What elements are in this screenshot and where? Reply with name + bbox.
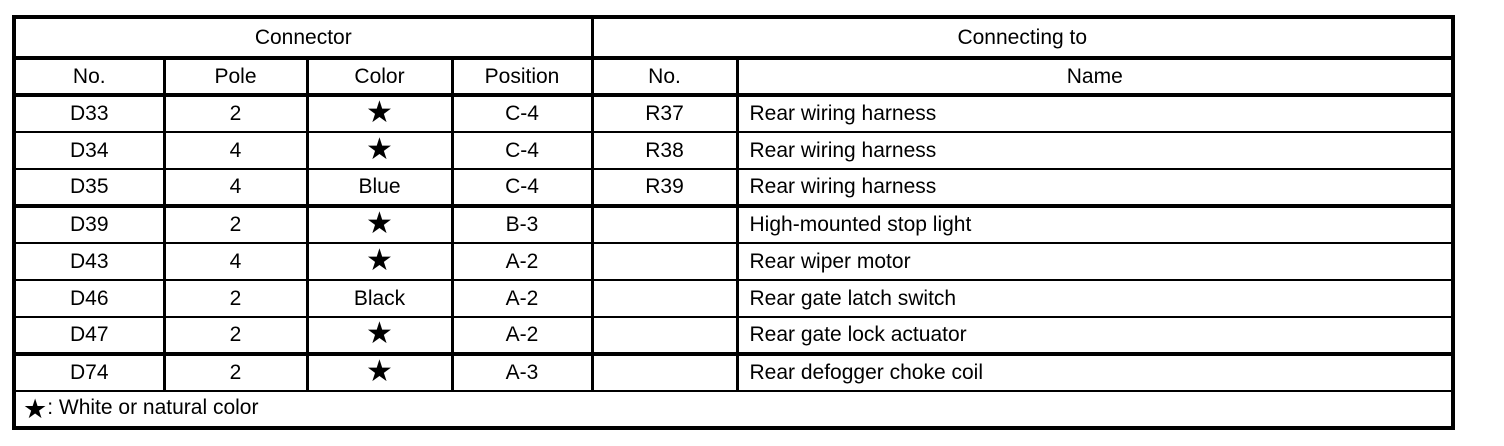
cell-color-star-icon: ★ bbox=[305, 242, 454, 281]
cell-connector-no: D35 bbox=[12, 168, 166, 207]
cell-pole: 2 bbox=[162, 316, 309, 355]
legend-cell: ★: White or natural color bbox=[12, 390, 1455, 429]
column-header-connector-no: No. bbox=[12, 57, 166, 97]
cell-connecting-no bbox=[590, 316, 739, 355]
table-row: D43 4 ★ A-2 Rear wiper motor bbox=[12, 242, 1455, 281]
cell-color: Blue bbox=[305, 168, 454, 207]
cell-connecting-no bbox=[590, 279, 739, 318]
table-row: D39 2 ★ B-3 High-mounted stop light bbox=[12, 204, 1455, 244]
column-header-connecting-no: No. bbox=[590, 57, 739, 97]
cell-color: Black bbox=[305, 279, 454, 318]
cell-connector-no: D46 bbox=[12, 279, 166, 318]
cell-connector-no: D33 bbox=[12, 94, 166, 133]
cell-connecting-name: Rear wiring harness bbox=[735, 94, 1455, 133]
table-row: D47 2 ★ A-2 Rear gate lock actuator bbox=[12, 316, 1455, 355]
cell-pole: 4 bbox=[162, 131, 309, 170]
table-group-header-row: Connector Connecting to bbox=[12, 16, 1455, 60]
cell-position: B-3 bbox=[450, 204, 594, 244]
table-row: D35 4 Blue C-4 R39 Rear wiring harness bbox=[12, 168, 1455, 207]
cell-position: A-2 bbox=[450, 242, 594, 281]
cell-connecting-no: R38 bbox=[590, 131, 739, 170]
cell-connecting-no: R39 bbox=[590, 168, 739, 207]
cell-connector-no: D47 bbox=[12, 316, 166, 355]
group-header-connector: Connector bbox=[12, 16, 594, 60]
cell-connecting-no: R37 bbox=[590, 94, 739, 133]
cell-connecting-name: Rear gate lock actuator bbox=[735, 316, 1455, 355]
legend-text: : White or natural color bbox=[47, 395, 259, 419]
cell-position: A-3 bbox=[450, 352, 594, 392]
column-header-pole: Pole bbox=[162, 57, 309, 97]
cell-pole: 2 bbox=[162, 352, 309, 392]
cell-color-star-icon: ★ bbox=[305, 131, 454, 170]
cell-connecting-name: High-mounted stop light bbox=[735, 204, 1455, 244]
connector-table: Connector Connecting to No. Pole Color P… bbox=[12, 15, 1455, 430]
column-header-color: Color bbox=[305, 57, 454, 97]
cell-position: A-2 bbox=[450, 279, 594, 318]
cell-connector-no: D34 bbox=[12, 131, 166, 170]
column-header-name: Name bbox=[735, 57, 1455, 97]
legend-row: ★: White or natural color bbox=[12, 390, 1455, 429]
cell-connecting-name: Rear wiring harness bbox=[735, 168, 1455, 207]
cell-connecting-name: Rear defogger choke coil bbox=[735, 352, 1455, 392]
cell-position: C-4 bbox=[450, 168, 594, 207]
cell-color-star-icon: ★ bbox=[305, 94, 454, 133]
table-column-header-row: No. Pole Color Position No. Name bbox=[12, 57, 1455, 97]
cell-color-star-icon: ★ bbox=[305, 352, 454, 392]
column-header-position: Position bbox=[450, 57, 594, 97]
table-row: D74 2 ★ A-3 Rear defogger choke coil bbox=[12, 352, 1455, 392]
cell-connecting-no bbox=[590, 352, 739, 392]
cell-color-star-icon: ★ bbox=[305, 204, 454, 244]
cell-color-star-icon: ★ bbox=[305, 316, 454, 355]
cell-position: C-4 bbox=[450, 94, 594, 133]
cell-pole: 2 bbox=[162, 204, 309, 244]
cell-connecting-no bbox=[590, 242, 739, 281]
star-icon: ★ bbox=[23, 393, 48, 425]
table-row: D46 2 Black A-2 Rear gate latch switch bbox=[12, 279, 1455, 318]
cell-connector-no: D43 bbox=[12, 242, 166, 281]
cell-position: C-4 bbox=[450, 131, 594, 170]
cell-position: A-2 bbox=[450, 316, 594, 355]
cell-connecting-name: Rear wiring harness bbox=[735, 131, 1455, 170]
cell-connector-no: D74 bbox=[12, 352, 166, 392]
table-row: D34 4 ★ C-4 R38 Rear wiring harness bbox=[12, 131, 1455, 170]
cell-pole: 2 bbox=[162, 279, 309, 318]
cell-connecting-no bbox=[590, 204, 739, 244]
cell-pole: 4 bbox=[162, 242, 309, 281]
group-header-connecting-to: Connecting to bbox=[590, 16, 1455, 60]
cell-connector-no: D39 bbox=[12, 204, 166, 244]
cell-connecting-name: Rear wiper motor bbox=[735, 242, 1455, 281]
cell-connecting-name: Rear gate latch switch bbox=[735, 279, 1455, 318]
cell-pole: 2 bbox=[162, 94, 309, 133]
cell-pole: 4 bbox=[162, 168, 309, 207]
table-row: D33 2 ★ C-4 R37 Rear wiring harness bbox=[12, 94, 1455, 133]
